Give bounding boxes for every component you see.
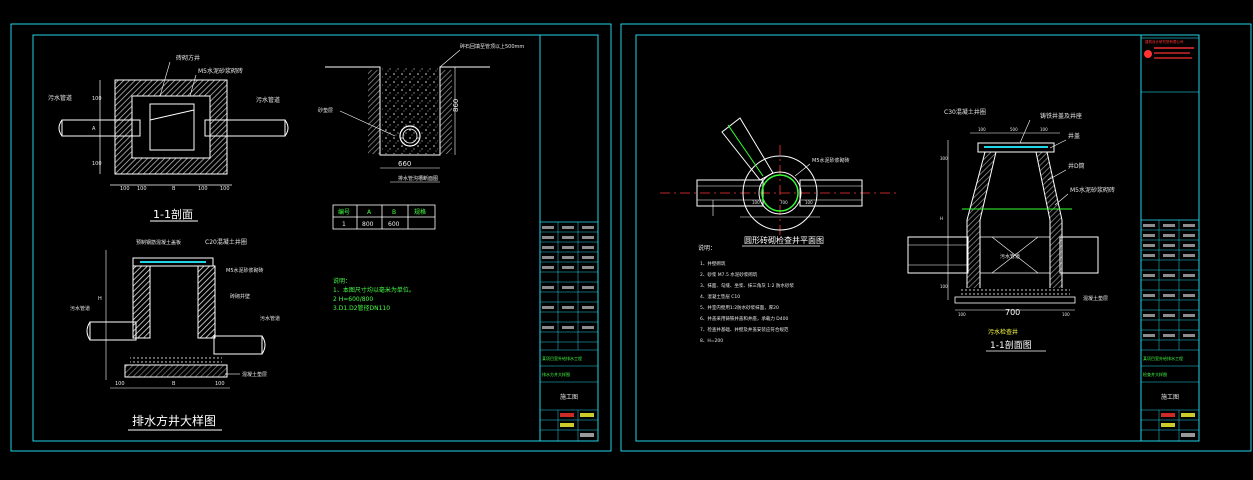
svg-text:B: B bbox=[172, 381, 176, 387]
svg-text:100: 100 bbox=[1062, 312, 1070, 317]
right-title-block-sheet: 施工图 bbox=[1161, 393, 1179, 401]
left-sheet-outer-border bbox=[10, 23, 612, 452]
round-section-right-label-3: M5水泥砂浆砌砖 bbox=[1070, 186, 1115, 194]
right-sheet-outer-border bbox=[620, 23, 1252, 452]
svg-text:300: 300 bbox=[940, 156, 948, 161]
svg-text:100: 100 bbox=[215, 381, 225, 387]
round-section-subtitle: 污水检查井 bbox=[988, 328, 1018, 336]
trench-width-label: 660 bbox=[398, 160, 411, 168]
svg-text:100: 100 bbox=[940, 284, 948, 289]
svg-text:100: 100 bbox=[805, 200, 813, 205]
round-section-pipe-label: 污水管道 bbox=[1000, 253, 1020, 260]
right-title-block-project: 某项目室外给排水工程 bbox=[1143, 355, 1183, 361]
svg-text:B: B bbox=[172, 186, 176, 192]
round-section-top-right-label: 铸铁井盖及井座 bbox=[1040, 112, 1082, 120]
right-title-block-company: 建筑设计研究院有限公司 bbox=[1145, 39, 1184, 44]
right-title-block-drawing: 检查井大样图 bbox=[1143, 371, 1167, 377]
table-cell-a: 800 bbox=[362, 221, 374, 228]
square-manhole-plan: 100 100 B 100 100 100 A 100 污水管道 污水管道 砖砌… bbox=[48, 54, 289, 192]
plan-pipe-right-label: 污水管道 bbox=[256, 96, 280, 104]
trench-caption: 排水管沟槽断面图 bbox=[398, 175, 438, 182]
table-cell-no: 1 bbox=[342, 221, 346, 228]
right-note-2: 2、砂浆 M7.5 水泥砂浆砌筑 bbox=[700, 271, 758, 278]
right-title-block: 建筑设计研究院有限公司 bbox=[1140, 37, 1200, 442]
spec-table: 编号 A B 规格 1 800 600 bbox=[332, 204, 436, 230]
round-manhole-section: 100 500 100 300 H 100 100 700 100 C30混凝土… bbox=[907, 108, 1115, 352]
left-notes: 说明： 1、本图尺寸均以毫米为单位。 2 H=600/800 3.D1.D2管径… bbox=[333, 277, 415, 312]
round-section-right-label-2: 井D筒 bbox=[1068, 162, 1085, 170]
left-note-3: 3.D1.D2管径DN110 bbox=[333, 304, 390, 312]
svg-text:100: 100 bbox=[92, 96, 102, 102]
left-note-2: 2 H=600/800 bbox=[333, 296, 373, 303]
svg-text:100: 100 bbox=[978, 127, 986, 132]
svg-text:100: 100 bbox=[115, 381, 125, 387]
right-note-7: 7、检查井基础、井壁及井盖安装应符合规范 bbox=[700, 326, 789, 333]
right-note-8: 8、H=200 bbox=[700, 338, 723, 344]
plan-top-label-1: 砖砌方井 bbox=[176, 54, 200, 62]
svg-text:100: 100 bbox=[120, 186, 130, 192]
section-1-1-title: 1-1剖面 bbox=[153, 207, 193, 221]
svg-text:H: H bbox=[940, 216, 943, 221]
round-manhole-plan: 100 700 100 M5水泥砂浆砌砖 圆形砖砌检查井平面图 bbox=[660, 117, 900, 247]
section-top-right-label: C20混凝土井圈 bbox=[205, 238, 247, 246]
left-note-1: 1、本图尺寸均以毫米为单位。 bbox=[333, 286, 415, 294]
right-note-6: 6、井盖采用铸铁井盖和井座，承载力 D400 bbox=[700, 315, 788, 322]
right-notes-title: 说明： bbox=[698, 244, 716, 252]
table-header-b: B bbox=[392, 209, 396, 216]
table-header-spec: 规格 bbox=[414, 208, 426, 216]
table-header-a: A bbox=[367, 209, 372, 216]
trench-left-label: 砂垫层 bbox=[318, 107, 333, 114]
left-title-block: 某项目室外给排水工程 排水方井大样图 施工图 bbox=[539, 221, 599, 442]
svg-text:700: 700 bbox=[780, 200, 788, 205]
left-title-block-drawing: 排水方井大样图 bbox=[542, 371, 570, 377]
svg-text:A: A bbox=[92, 126, 96, 132]
svg-text:500: 500 bbox=[1010, 127, 1018, 132]
left-title-block-sheet: 施工图 bbox=[560, 393, 578, 401]
round-plan-title: 圆形砖砌检查井平面图 bbox=[744, 235, 824, 245]
svg-text:100: 100 bbox=[220, 186, 230, 192]
section-right-label-3: 污水管道 bbox=[260, 315, 280, 322]
section-bottom-label: 混凝土垫层 bbox=[242, 371, 267, 378]
plan-pipe-left-label: 污水管道 bbox=[48, 94, 72, 102]
section-right-label-2: 砖砌井壁 bbox=[230, 293, 250, 300]
square-manhole-section: 100 B 100 H 预制钢筋混凝土盖板 C20混凝土井圈 M5水泥砂浆砌砖 … bbox=[70, 238, 280, 389]
right-sheet-inner-border bbox=[635, 34, 1200, 442]
round-section-top-left-label: C30混凝土井圈 bbox=[944, 108, 986, 116]
plan-top-label-2: M5水泥砂浆砌砖 bbox=[198, 67, 243, 75]
right-note-1: 1、井壁砌筑 bbox=[700, 260, 726, 267]
svg-text:100: 100 bbox=[92, 161, 102, 167]
round-section-right-label-1: 井盖 bbox=[1068, 132, 1080, 140]
plan-right-label: M5水泥砂浆砌砖 bbox=[812, 157, 850, 164]
svg-text:100: 100 bbox=[198, 186, 208, 192]
right-sheet: 100 700 100 M5水泥砂浆砌砖 圆形砖砌检查井平面图 说明： 1、井壁… bbox=[620, 23, 1252, 452]
round-section-bottom-label: 混凝土垫层 bbox=[1083, 295, 1108, 302]
left-notes-title: 说明： bbox=[333, 277, 351, 285]
trench-section: 660 860 碎石回填至管顶以上500mm 砂垫层 排水管沟槽断面图 bbox=[318, 43, 524, 183]
section-left-pipe-label: 污水管道 bbox=[70, 305, 90, 312]
svg-text:H: H bbox=[98, 296, 102, 302]
trench-note: 碎石回填至管顶以上500mm bbox=[460, 43, 524, 50]
right-notes: 说明： 1、井壁砌筑 2、砂浆 M7.5 水泥砂浆砌筑 3、抹面、勾缝、坐浆、抹… bbox=[698, 244, 794, 344]
left-main-title: 排水方井大样图 bbox=[132, 413, 216, 428]
trench-depth-label: 860 bbox=[452, 99, 460, 112]
left-title-block-project: 某项目室外给排水工程 bbox=[542, 355, 582, 361]
svg-text:100: 100 bbox=[958, 312, 966, 317]
left-sheet: 100 100 B 100 100 100 A 100 污水管道 污水管道 砖砌… bbox=[10, 23, 612, 452]
svg-text:100: 100 bbox=[1040, 127, 1048, 132]
section-top-left-label: 预制钢筋混凝土盖板 bbox=[136, 239, 181, 246]
table-header-no: 编号 bbox=[338, 208, 350, 216]
right-note-5: 5、井室内壁用1:2防水砂浆抹面，厚20 bbox=[700, 304, 779, 311]
table-cell-b: 600 bbox=[388, 221, 400, 228]
right-note-3: 3、抹面、勾缝、坐浆、抹三角灰 1:2 防水砂浆 bbox=[700, 282, 794, 289]
right-note-4: 4、混凝土垫层 C10 bbox=[700, 293, 740, 300]
section-width-label: 700 bbox=[1005, 308, 1020, 317]
section-right-label-1: M5水泥砂浆砌砖 bbox=[226, 267, 264, 274]
svg-text:100: 100 bbox=[752, 200, 760, 205]
round-section-title: 1-1剖面图 bbox=[990, 339, 1032, 351]
svg-text:100: 100 bbox=[137, 186, 147, 192]
